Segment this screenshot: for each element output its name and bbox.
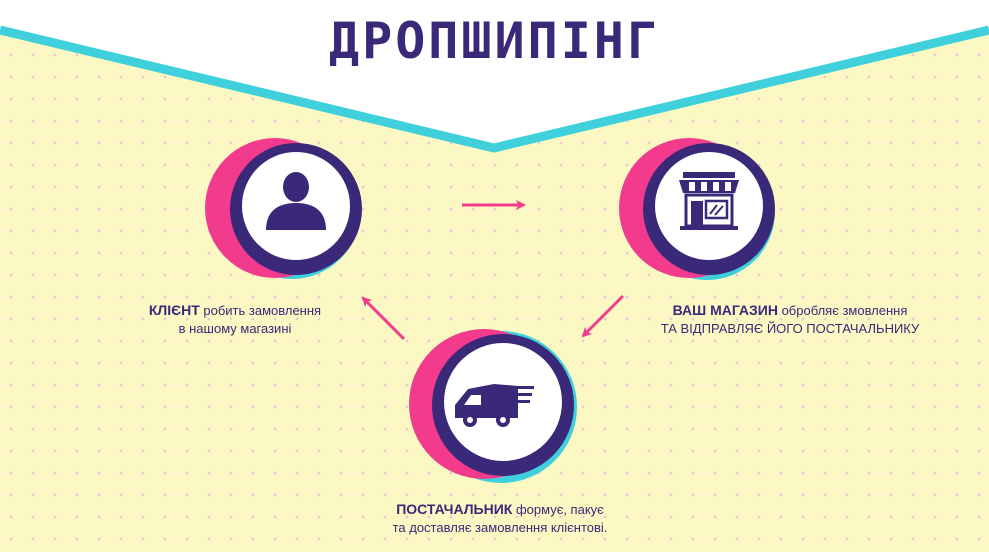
arrow-supplier-to-client (361, 296, 406, 341)
shop-caption-text: обробляє змовлення (777, 303, 908, 318)
supplier-caption: ПОСТАЧАЛЬНИК формує, пакує та доставляє … (330, 500, 670, 537)
supplier-caption-text: формує, пакує (512, 502, 604, 517)
supplier-caption-bold: ПОСТАЧАЛЬНИК (396, 501, 513, 517)
header-band (0, 0, 989, 148)
shop-caption-bold: ВАШ МАГАЗИН (672, 302, 778, 318)
shop-node (619, 138, 775, 280)
delivery-truck-icon (455, 384, 534, 427)
storefront-icon (679, 172, 739, 230)
supplier-caption-line2: та доставляє замовлення клієнтові. (392, 520, 608, 535)
user-icon (266, 172, 326, 230)
arrow-shop-to-supplier (581, 294, 625, 338)
header-border (0, 25, 989, 153)
shop-caption-line2: ТА ВІДПРАВЛЯЄ ЙОГО ПОСТАЧАЛЬНИКУ (660, 321, 920, 336)
client-caption: КЛІЄНТ робить замовлення в нашому магази… (110, 301, 360, 338)
shop-caption: ВАШ МАГАЗИН обробляє змовлення ТА ВІДПРА… (610, 301, 970, 338)
client-caption-bold: КЛІЄНТ (148, 302, 200, 318)
client-caption-text: робить замовлення (199, 303, 322, 318)
client-caption-line2: в нашому магазині (178, 321, 292, 336)
client-node (205, 138, 362, 279)
page-title: ДРОПШИПІНГ (328, 12, 661, 70)
supplier-node (409, 329, 577, 483)
